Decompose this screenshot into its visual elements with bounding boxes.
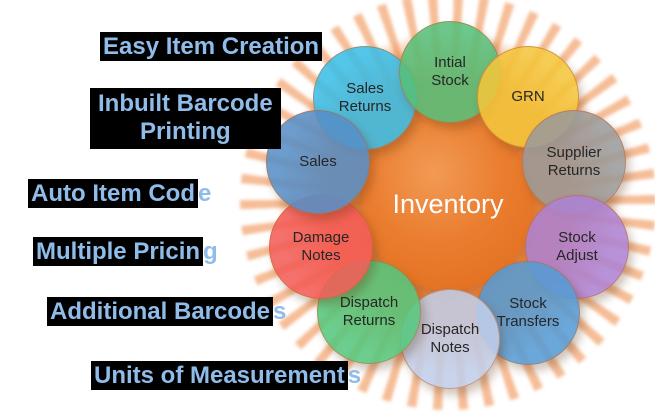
feature-tail-text: e bbox=[197, 180, 212, 207]
circle-label-line: GRN bbox=[511, 88, 545, 106]
circle-label-line: Dispatch bbox=[339, 294, 399, 312]
feature-highlight-text: Auto Item Cod bbox=[28, 179, 198, 208]
circle-label-line: Stock bbox=[431, 72, 469, 89]
circle-label-sales: Sales bbox=[299, 153, 337, 171]
feature-tail-text: s bbox=[273, 298, 287, 325]
circle-label-line: Returns bbox=[342, 312, 396, 329]
circle-label-line: Stock bbox=[509, 295, 547, 313]
circle-label-line: Notes bbox=[301, 247, 341, 264]
feature-easy-item-creation: Easy Item Creation bbox=[100, 32, 323, 61]
center-circle-label: Inventory bbox=[392, 188, 504, 219]
feature-tail-text: s bbox=[347, 362, 362, 389]
circle-label-grn: GRN bbox=[511, 88, 544, 106]
circle-label-line: Sales bbox=[346, 80, 384, 98]
circle-label-line: Dispatch bbox=[420, 321, 480, 339]
circle-label-line: Supplier bbox=[546, 144, 602, 162]
feature-highlight-text: Easy Item Creation bbox=[100, 32, 323, 61]
circle-label-line: Adjust bbox=[556, 247, 598, 264]
circle-label-line: Intial bbox=[434, 54, 466, 72]
circle-label-line: Sales bbox=[299, 153, 337, 171]
feature-highlight-text: Multiple Pricin bbox=[33, 237, 204, 266]
circle-label-line: Returns bbox=[338, 98, 392, 115]
center-circle-inventory: Inventory bbox=[362, 118, 534, 290]
circle-sales: Sales bbox=[266, 110, 370, 214]
circle-label-line: Damage bbox=[292, 229, 350, 247]
circle-label-line: Returns bbox=[547, 162, 601, 179]
feature-highlight-text: Additional Barcode bbox=[47, 297, 274, 326]
feature-highlight-text: Units of Measurement bbox=[91, 361, 348, 390]
feature-line: Inbuilt Barcode bbox=[98, 90, 273, 117]
circle-label-line: Notes bbox=[430, 339, 470, 356]
feature-tail-text: g bbox=[203, 238, 218, 265]
feature-line: Printing bbox=[140, 118, 231, 146]
circle-label-line: Transfers bbox=[496, 313, 560, 330]
circle-label-line: Stock bbox=[558, 229, 596, 247]
